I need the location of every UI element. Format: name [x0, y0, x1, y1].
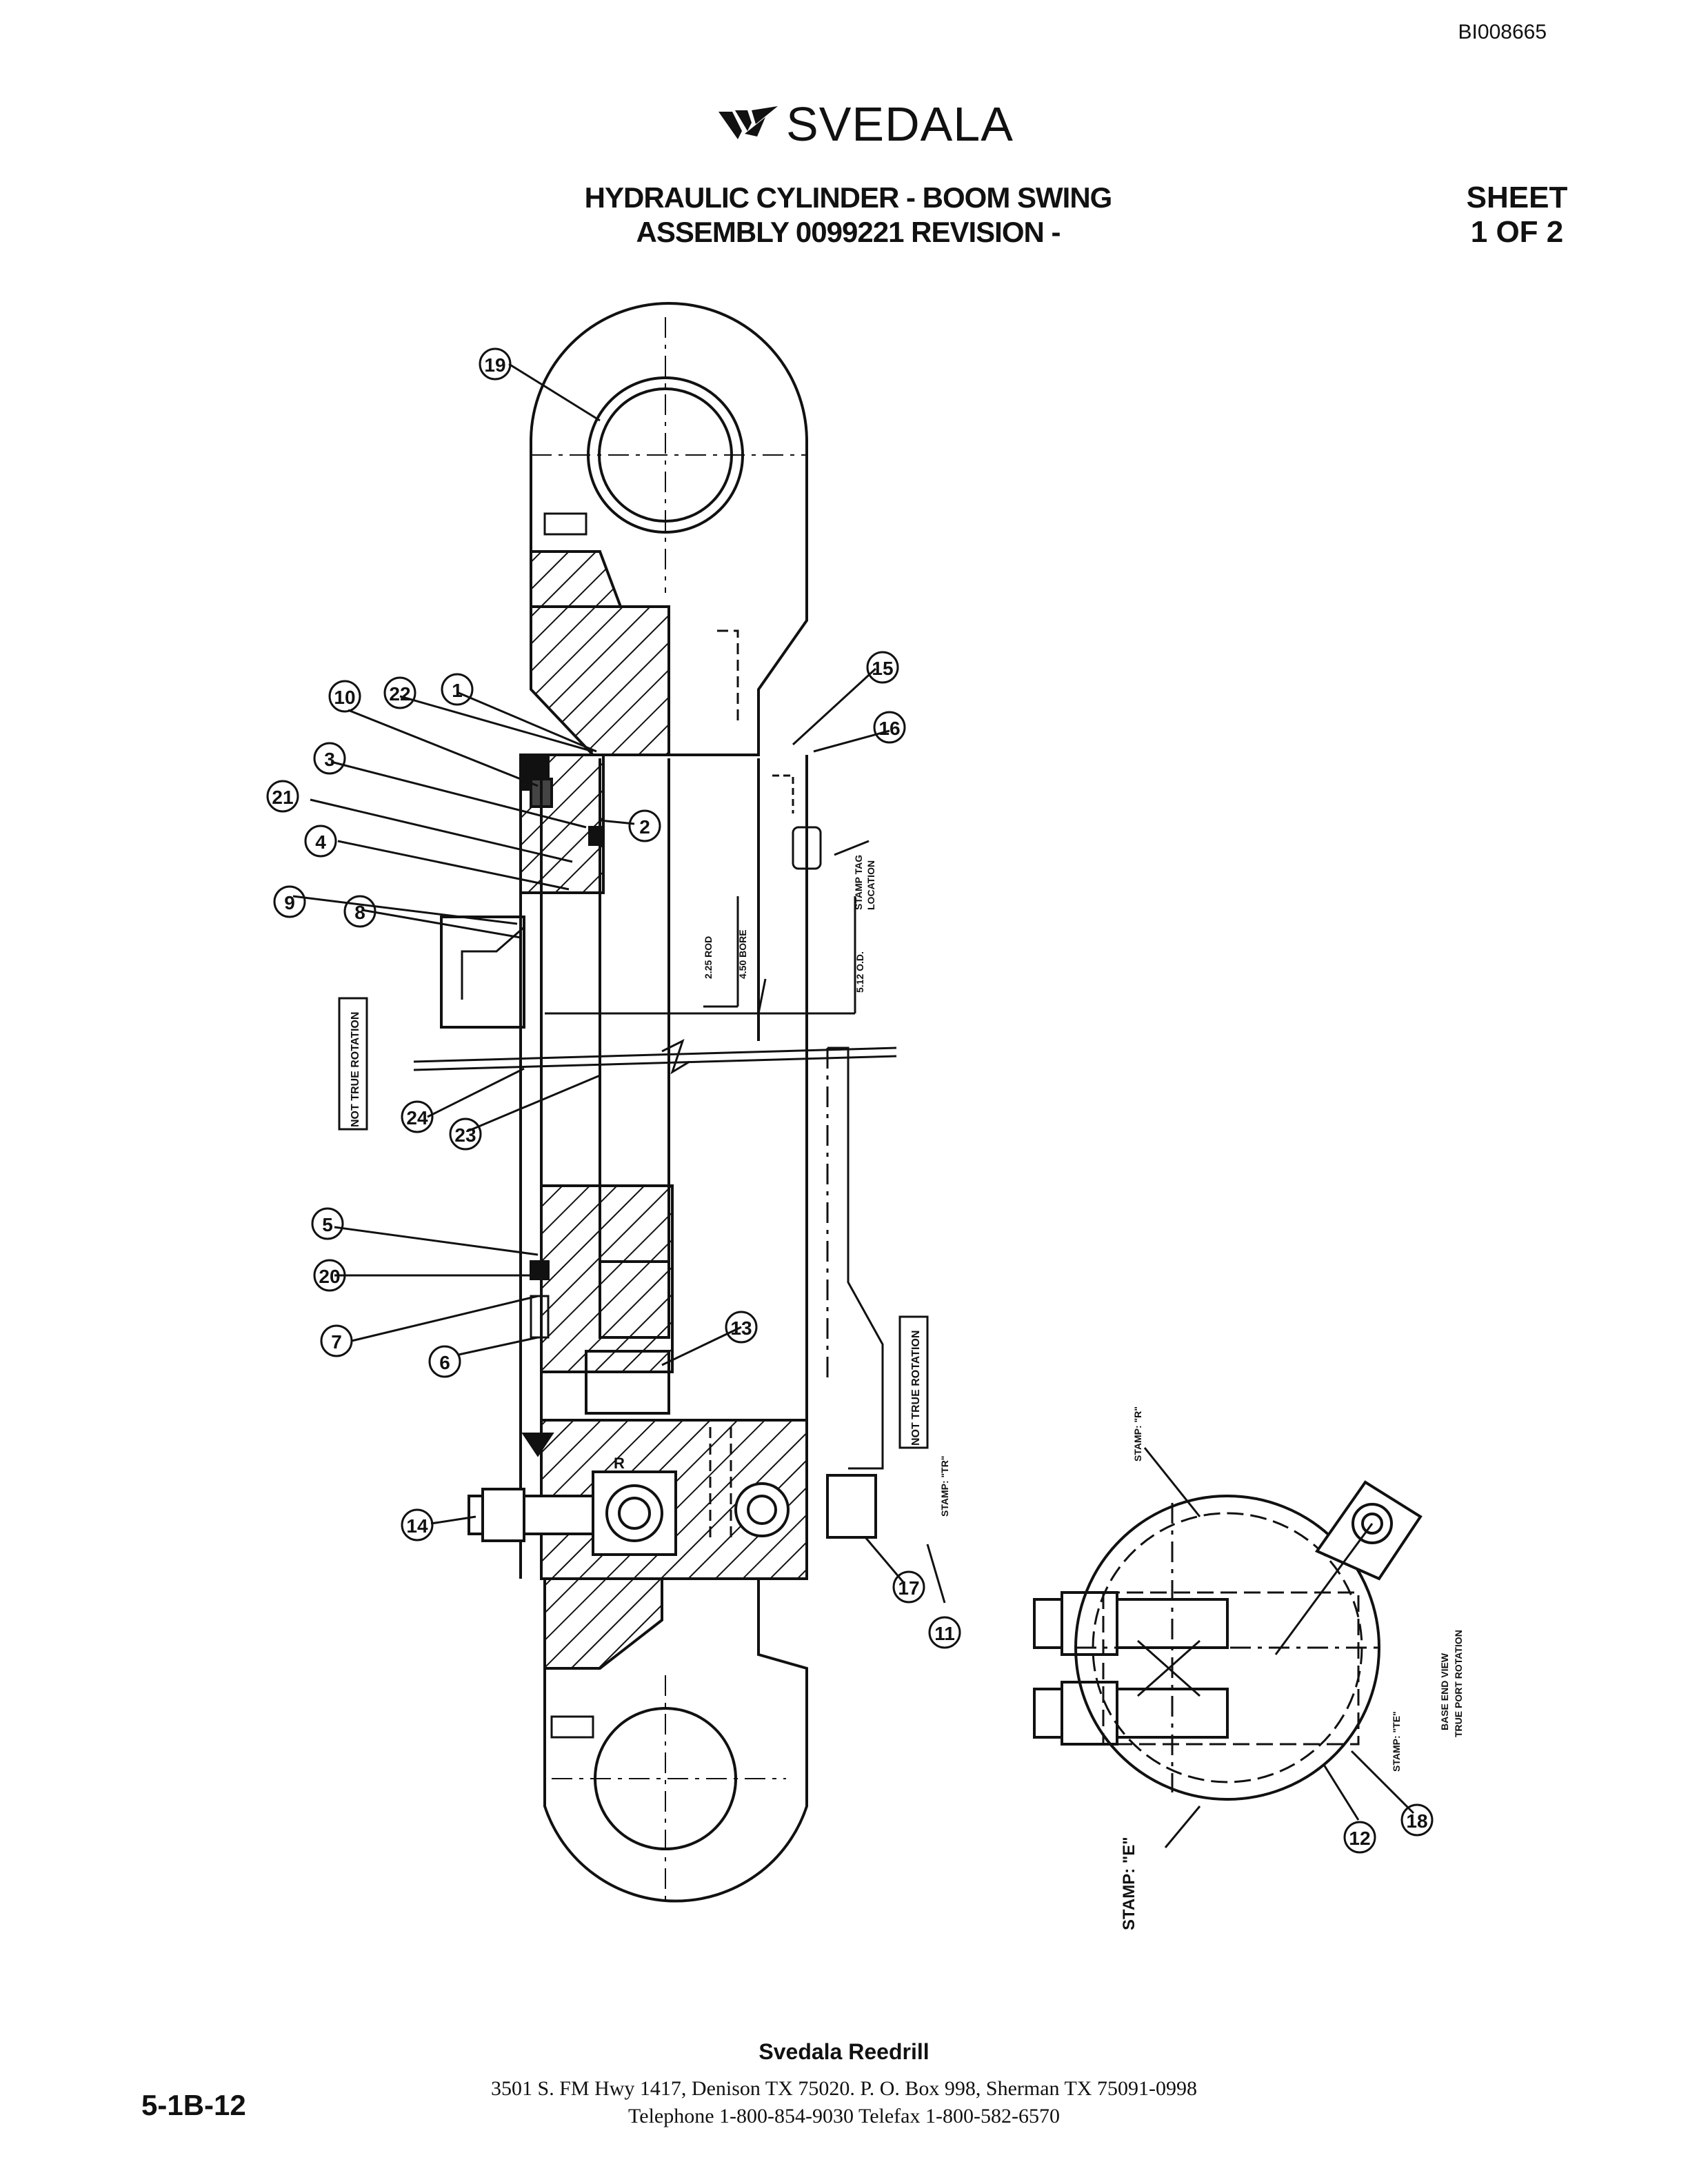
- title-line-1: HYDRAULIC CYLINDER - BOOM SWING: [584, 181, 1113, 214]
- brand-name: SVEDALA: [786, 97, 1014, 151]
- base-end-view: [1033, 1480, 1423, 1801]
- balloon-14: 14: [401, 1508, 434, 1541]
- balloon-15-label: 15: [872, 658, 893, 679]
- balloon-13: 13: [725, 1311, 758, 1344]
- note-location: LOCATION: [865, 860, 876, 910]
- base-end-clevis: [543, 1577, 808, 1903]
- item-balloons: 19 10 22 1 3 21 4 9 8 2 15 16 24 23 5 20…: [266, 347, 1434, 1854]
- note-stamp-tag: STAMP TAG: [853, 855, 864, 910]
- balloon-8-label: 8: [354, 902, 365, 923]
- rod-end-clevis: [530, 302, 808, 756]
- balloon-7-label: 7: [331, 1331, 342, 1353]
- footer-phone: Telephone 1-800-854-9030 Telefax 1-800-5…: [628, 2105, 1060, 2127]
- svedala-logo: SVEDALA: [717, 97, 1014, 152]
- sheet-label: SHEET: [1466, 181, 1568, 214]
- svg-text:NOT TRUE ROTATION: NOT TRUE ROTATION: [910, 1331, 922, 1446]
- balloon-15: 15: [866, 651, 899, 684]
- balloon-12: 12: [1343, 1821, 1376, 1854]
- balloon-14-label: 14: [406, 1515, 428, 1537]
- balloon-5: 5: [311, 1207, 344, 1240]
- balloon-8: 8: [343, 895, 376, 928]
- balloon-23-label: 23: [454, 1124, 476, 1146]
- balloon-17-label: 17: [898, 1577, 919, 1599]
- balloon-9-label: 9: [284, 892, 295, 913]
- leader-lines: [292, 363, 1415, 1848]
- footer-address: 3501 S. FM Hwy 1417, Denison TX 75020. P…: [491, 2077, 1197, 2100]
- balloon-6-label: 6: [439, 1352, 450, 1373]
- balloon-20-label: 20: [319, 1266, 340, 1287]
- balloon-13-label: 13: [730, 1317, 752, 1339]
- balloon-19-label: 19: [484, 354, 505, 376]
- svg-text:NOT TRUE ROTATION: NOT TRUE ROTATION: [350, 1012, 361, 1127]
- balloon-21: 21: [266, 780, 299, 813]
- note-stamp-r: STAMP: "R": [1132, 1406, 1143, 1462]
- balloon-12-label: 12: [1349, 1828, 1370, 1849]
- balloon-4-label: 4: [315, 831, 326, 853]
- title-line-2: ASSEMBLY 0099221 REVISION -: [636, 216, 1061, 248]
- piston: [530, 1184, 674, 1415]
- balloon-6: 6: [428, 1345, 461, 1378]
- dimension-lines: [545, 896, 856, 1015]
- footer-company: Svedala Reedrill: [758, 2039, 930, 2064]
- balloon-3-label: 3: [324, 749, 335, 770]
- balloon-11-label: 11: [934, 1623, 955, 1644]
- balloon-24: 24: [401, 1100, 434, 1133]
- balloon-10-label: 10: [334, 687, 355, 708]
- balloon-10: 10: [328, 680, 361, 713]
- port-letter-r: R: [614, 1455, 625, 1472]
- balloon-9: 9: [273, 885, 306, 918]
- balloon-1: 1: [441, 673, 474, 706]
- note-stamp-tr: STAMP: "TR": [939, 1456, 950, 1517]
- note-stamp-e: STAMP: "E": [1120, 1837, 1138, 1930]
- svedala-chevron-logo-icon: [719, 106, 778, 139]
- note-stamp-te: STAMP: "TE": [1391, 1711, 1402, 1772]
- balloon-16-label: 16: [878, 718, 900, 739]
- base-end: [468, 1419, 877, 1580]
- balloon-17: 17: [892, 1570, 925, 1604]
- balloon-24-label: 24: [406, 1107, 428, 1129]
- balloon-16: 16: [873, 711, 906, 744]
- balloon-11: 11: [928, 1616, 961, 1649]
- sheet-number: SHEET 1 OF 2: [1434, 181, 1600, 250]
- balloon-21-label: 21: [272, 787, 293, 808]
- note-base-end-view: BASE END VIEW: [1439, 1652, 1450, 1730]
- balloon-22-label: 22: [389, 683, 410, 705]
- dim-od: 5.12 O.D.: [854, 951, 865, 993]
- footer-address-block: 3501 S. FM Hwy 1417, Denison TX 75020. P…: [0, 2075, 1688, 2130]
- balloon-2: 2: [628, 809, 661, 842]
- balloon-4: 4: [304, 825, 337, 858]
- dim-rod: 2.25 ROD: [703, 936, 714, 979]
- balloon-7: 7: [320, 1324, 353, 1357]
- cylinder-barrel: [413, 755, 897, 1579]
- balloon-22: 22: [383, 676, 416, 709]
- balloon-23: 23: [449, 1118, 482, 1151]
- document-id: BI008665: [1458, 21, 1547, 43]
- balloon-5-label: 5: [322, 1214, 333, 1235]
- note-true-port-rotation: TRUE PORT ROTATION: [1453, 1630, 1464, 1737]
- balloon-20: 20: [313, 1259, 346, 1292]
- cylinder-drawing: 19 10 22 1 3 21 4 9 8 2 15 16 24 23 5 20…: [266, 302, 1464, 1930]
- balloon-19: 19: [479, 347, 512, 381]
- balloon-18-label: 18: [1406, 1810, 1427, 1832]
- balloon-1-label: 1: [452, 680, 463, 701]
- page-number: 5-1B-12: [141, 2089, 246, 2121]
- dim-bore: 4.50 BORE: [737, 929, 748, 979]
- note-not-true-rotation-1: NOT TRUE ROTATION: [338, 997, 368, 1131]
- balloon-3: 3: [313, 742, 346, 775]
- note-not-true-rotation-2: NOT TRUE ROTATION: [898, 1315, 929, 1449]
- sheet-count: 1 OF 2: [1470, 215, 1564, 249]
- balloon-2-label: 2: [639, 816, 650, 838]
- drawing-title: HYDRAULIC CYLINDER - BOOM SWING ASSEMBLY…: [538, 181, 1158, 250]
- balloon-18: 18: [1400, 1803, 1434, 1837]
